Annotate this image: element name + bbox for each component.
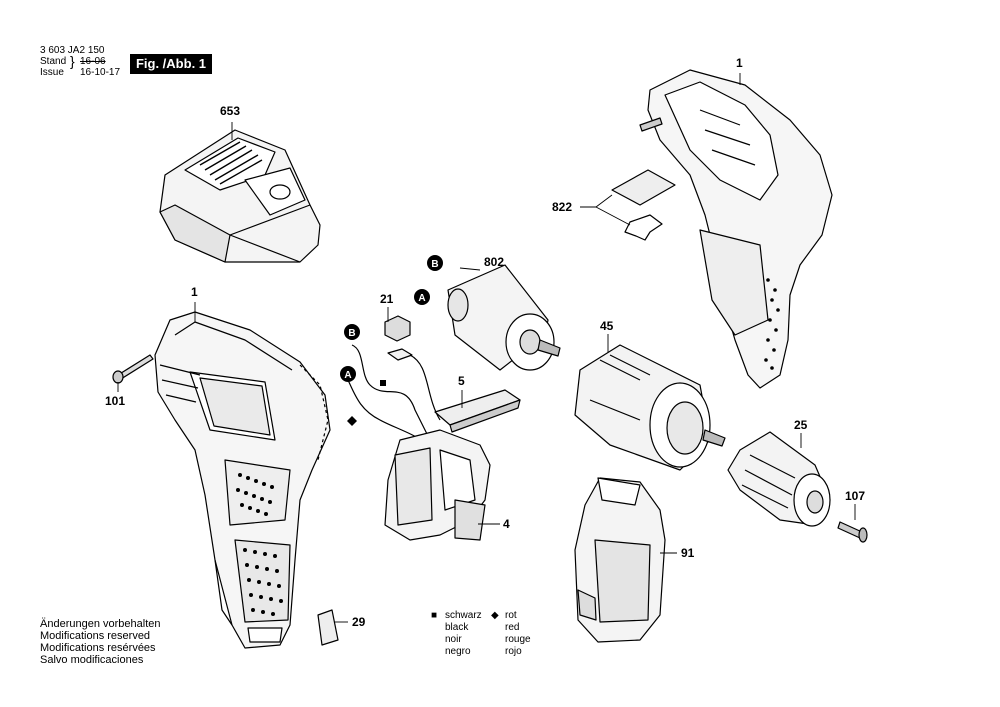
brace-glyph: } [70, 53, 75, 69]
disclaimer-fr: Modifications resérvées [40, 642, 156, 654]
issue-label: Issue [40, 67, 64, 78]
part-number-802: 802 [484, 255, 505, 269]
part-number-1-left: 1 [191, 285, 198, 299]
part-number-91: 91 [681, 546, 695, 560]
stand-value: 16-06 [80, 56, 106, 67]
chuck-25-drawing [727, 431, 831, 527]
gearbox-45-drawing [574, 344, 726, 471]
switch-part-21-drawing [384, 315, 413, 361]
screw-101-drawing [112, 354, 154, 384]
part-number-653: 653 [220, 104, 241, 118]
legend-red-en: red [505, 622, 520, 633]
disclaimer-de: Änderungen vorbehalten [40, 618, 161, 630]
part-number-822: 822 [552, 200, 573, 214]
plate-5-drawing [434, 389, 521, 433]
marker-b-motor: B [431, 259, 438, 270]
part-number-25: 25 [794, 418, 808, 432]
legend-red-es: rojo [505, 646, 522, 657]
disclaimer: Änderungen vorbehalten Modifications res… [40, 618, 160, 666]
part-number-45: 45 [600, 319, 614, 333]
legend-black-de: schwarz [445, 610, 482, 621]
issue-value: 16-10-17 [80, 67, 121, 78]
part-number-1-right: 1 [736, 56, 743, 70]
legend-square-symbol: ■ [431, 610, 438, 621]
part-number-29: 29 [352, 615, 366, 629]
motor-802-drawing [447, 264, 561, 371]
part-number-107: 107 [845, 489, 866, 503]
legend-black-en: black [445, 622, 469, 633]
grip-dots [236, 473, 283, 616]
disclaimer-es: Salvo modificaciones [40, 654, 144, 666]
housing-right-drawing [639, 69, 833, 389]
clip-29-drawing [317, 609, 339, 646]
leader-lines [117, 73, 856, 623]
right-grip-dots [764, 278, 780, 370]
part-number-21: 21 [380, 292, 394, 306]
black-wire-symbol [380, 380, 386, 386]
marker-circles [340, 255, 443, 382]
housing-left-drawing [154, 311, 331, 649]
legend-red-de: rot [505, 610, 517, 621]
battery-91-drawing [574, 477, 666, 643]
legend-red: rot red rouge rojo [505, 610, 531, 658]
red-wire-symbol [347, 416, 357, 426]
charger-drawing [159, 129, 321, 263]
legend-black-es: negro [445, 646, 471, 657]
legend-red-fr: rouge [505, 634, 531, 645]
marker-a-wire: A [344, 370, 351, 381]
marker-b-wire: B [348, 328, 355, 339]
marker-a-motor: A [418, 293, 425, 304]
part-number-5: 5 [458, 374, 465, 388]
latch-822-drawing [611, 169, 676, 241]
legend-black: schwarz black noir negro [445, 610, 482, 658]
disclaimer-en: Modifications reserved [40, 630, 151, 642]
legend-black-fr: noir [445, 634, 462, 645]
switch-module-4-drawing [384, 429, 491, 541]
stand-label: Stand [40, 56, 67, 67]
legend-diamond-symbol: ◆ [491, 610, 499, 621]
part-number-4: 4 [503, 517, 510, 531]
figure-label: Fig. /Abb. 1 [130, 54, 212, 74]
part-number-101: 101 [105, 394, 126, 408]
doc-number: 3 603 JA2 150 [40, 45, 105, 56]
screw-107-drawing [837, 521, 868, 543]
wires-drawing [347, 344, 441, 446]
